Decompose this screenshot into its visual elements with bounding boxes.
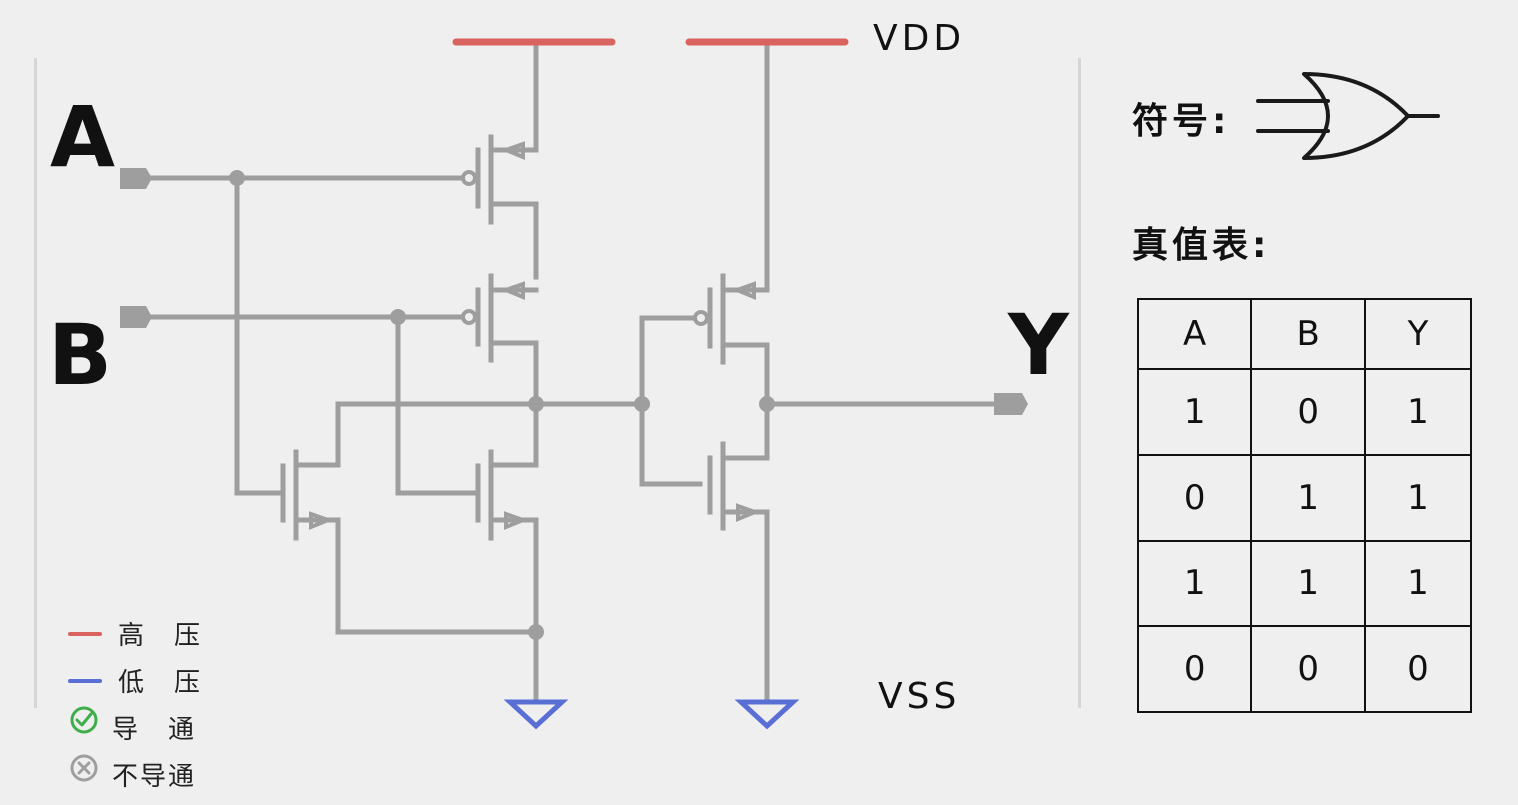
cell: 0	[1136, 453, 1253, 542]
pmos-a-arrow	[500, 141, 525, 160]
junction-internal	[528, 396, 544, 412]
header-y: Y	[1363, 298, 1473, 370]
cell: 0	[1363, 625, 1473, 713]
symbol-label: 符号:	[1132, 101, 1231, 142]
check-icon	[70, 706, 98, 734]
nmos-b-arrow	[504, 511, 529, 530]
junction-ground	[528, 624, 544, 640]
table-row: 1 0 1	[1136, 368, 1473, 456]
right-divider	[1078, 58, 1081, 708]
legend: 高 压 低 压 导 通 不导通	[68, 610, 202, 798]
cell: 1	[1250, 539, 1366, 628]
label-b: B	[48, 306, 113, 404]
junction-a	[229, 170, 245, 186]
pmos-b-drain	[488, 340, 539, 407]
inv-nmos-source	[720, 509, 770, 701]
cell: 1	[1136, 539, 1253, 628]
legend-on-label: 导 通	[112, 715, 197, 745]
inv-pmos-source	[720, 42, 770, 293]
pin-a	[120, 168, 152, 189]
junction-output	[759, 396, 775, 412]
inv-pmos-arrow	[731, 281, 756, 300]
cell: 1	[1363, 453, 1473, 542]
table-row: 1 1 1	[1136, 539, 1473, 628]
nmos-b-source	[488, 517, 539, 701]
legend-low-label: 低 压	[118, 668, 203, 698]
label-vdd: VDD	[873, 18, 966, 59]
cell: 1	[1363, 368, 1473, 456]
conduct-icon	[70, 714, 98, 742]
nonconduct-icon	[70, 761, 98, 789]
label-y: Y	[1008, 296, 1069, 394]
legend-icons	[70, 706, 98, 782]
vss-symbol-left	[503, 699, 569, 730]
cell: 1	[1363, 539, 1473, 628]
legend-off-label: 不导通	[112, 762, 197, 792]
nmos-b-drain	[488, 401, 539, 468]
junction-inverter-in	[634, 396, 650, 412]
cell: 0	[1136, 625, 1253, 713]
label-vss: VSS	[878, 676, 961, 717]
pin-b	[120, 306, 152, 328]
label-a: A	[50, 88, 116, 186]
pmos-a-source	[488, 42, 539, 153]
table-row: 0 1 1	[1136, 453, 1473, 542]
wire-inverter-input	[639, 315, 703, 487]
header-a: A	[1136, 298, 1253, 370]
legend-off: 不导通	[68, 751, 202, 798]
vss-symbol-right	[734, 699, 800, 730]
high-swatch	[68, 631, 102, 636]
cell: 1	[1250, 453, 1366, 542]
pin-y	[994, 393, 1028, 415]
nmos-a-arrow	[309, 511, 334, 530]
inv-pmos-bubble	[693, 310, 709, 326]
inv-nmos-arrow	[736, 503, 761, 522]
pmos-a-drain	[488, 201, 539, 280]
pmos-b-arrow	[500, 281, 525, 300]
legend-high: 高 压	[68, 610, 202, 657]
or-gate-symbol	[1256, 72, 1440, 160]
pmos-b-bubble	[461, 309, 477, 325]
truth-table: A B Y 1 0 1 0 1 1 1 1 1 0 0 0	[1136, 298, 1473, 713]
truth-table-label: 真值表:	[1132, 225, 1271, 266]
inv-pmos-drain	[720, 342, 770, 461]
legend-on: 导 通	[68, 704, 202, 751]
legend-high-label: 高 压	[118, 621, 203, 651]
nmos-a-source	[293, 517, 539, 635]
wire-internal-to-nmos-a	[295, 401, 341, 468]
header-b: B	[1250, 298, 1366, 370]
cell: 0	[1250, 368, 1366, 456]
junction-b	[390, 309, 406, 325]
cell: 0	[1250, 625, 1366, 713]
cross-icon	[70, 754, 98, 782]
truth-table-header: A B Y	[1136, 298, 1473, 370]
low-swatch	[68, 678, 102, 683]
wire-b-to-nmos	[395, 314, 479, 496]
wire-a-to-nmos	[234, 175, 281, 496]
cell: 1	[1136, 368, 1253, 456]
pmos-a-bubble	[461, 170, 477, 186]
legend-low: 低 压	[68, 657, 202, 704]
table-row: 0 0 0	[1136, 625, 1473, 713]
left-divider	[34, 58, 37, 708]
